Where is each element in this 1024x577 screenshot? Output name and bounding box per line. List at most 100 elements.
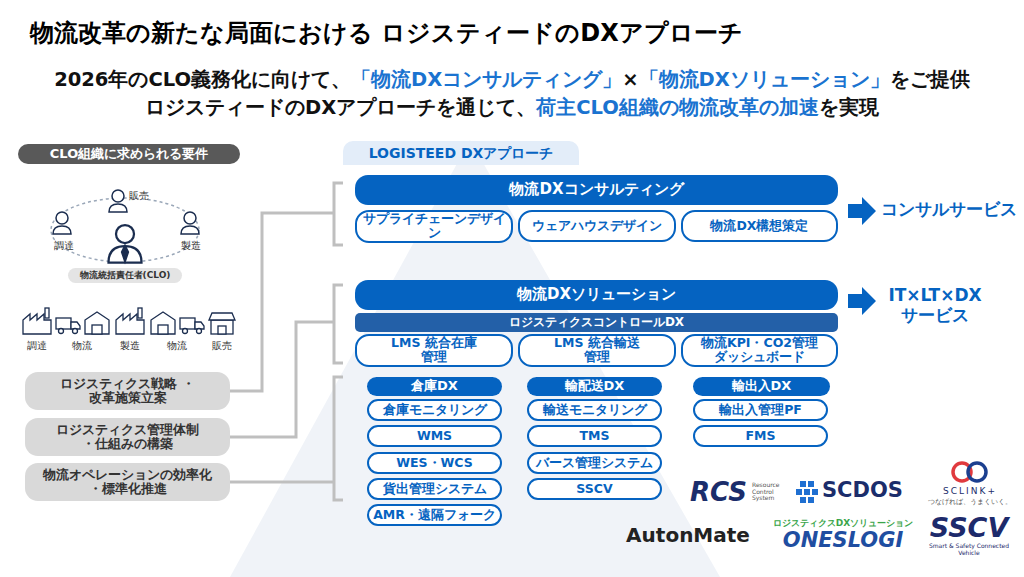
category-bar: ロジスティクスコントロールDX <box>355 313 838 332</box>
subtitle-text: をご提供 <box>890 68 970 91</box>
subtitle-line: ロジスティードのDXアプローチを通じて、荷主CLO組織の物流改革の加速を実現 <box>0 94 1024 121</box>
block-arrow <box>848 197 876 225</box>
solution-box: WMS <box>367 425 502 447</box>
block-arrow <box>848 287 876 315</box>
warehouse-icon <box>85 312 109 334</box>
factory-icon <box>116 308 144 334</box>
bracket-lines <box>230 183 343 500</box>
solution-box: SSCV <box>527 478 662 500</box>
node-text: WES・WCS <box>396 456 473 470</box>
truck-icon <box>180 318 204 334</box>
subtitle-text: ロジスティードのDXアプローチを通じて、 <box>145 96 536 119</box>
step-label: 調達 <box>20 341 54 352</box>
leader-line <box>230 481 334 484</box>
service-band: 物流DXコンサルティング <box>355 175 838 205</box>
node-text: ロジスティクスコントロールDX <box>509 316 684 330</box>
solution-box: LMS 統合在庫管理 <box>355 334 513 367</box>
node-text: 物流DXコンサルティング <box>509 181 683 198</box>
person-label: 調達 <box>47 240 81 252</box>
step-label: 物流 <box>160 341 194 352</box>
solution-box: LMS 統合輸送管理 <box>518 334 676 367</box>
people <box>53 190 199 263</box>
subtitle-text: を実現 <box>819 96 879 119</box>
cycle-ring <box>51 198 199 262</box>
requirement-box: ロジスティクス戦略 ・改革施策立案 <box>25 372 230 410</box>
service-band: 物流DXソリューション <box>355 280 838 310</box>
sclink-logo-mark <box>953 463 986 481</box>
solution-box: 輸出入管理PF <box>693 399 828 421</box>
service-label: コンサルサービス <box>881 200 1021 220</box>
node-text: CLO組織に求められる要件 <box>50 147 208 162</box>
node-text: サプライチェーンデザイン <box>357 212 511 241</box>
node-text: ウェアハウスデザイン <box>532 219 662 233</box>
node-text: 輸出入管理PF <box>719 403 802 417</box>
person-icon <box>53 212 71 234</box>
role-pill: 物流統括責任者(CLO) <box>68 268 182 283</box>
logo-text: SSCV <box>922 514 1016 541</box>
solution-box: 物流KPI・CO2管理 ダッシュボード <box>681 334 838 367</box>
node-text: 倉庫モニタリング <box>383 403 487 417</box>
logo-text: SCDOS <box>822 480 902 501</box>
node-text: ロジスティクス管理体制 ・仕組みの構築 <box>52 423 204 452</box>
node-text: LOGISTEED DXアプローチ <box>369 145 554 161</box>
category-pill: 倉庫DX <box>367 377 502 396</box>
node-text: FMS <box>746 429 776 443</box>
requirement-box: 物流オペレーションの効率化 ・標準化推進 <box>25 463 230 501</box>
logo-subtext: ロジスティクスDXソリューション <box>772 518 914 528</box>
logo-text: RCS <box>690 479 752 505</box>
node-text: 輸送モニタリング <box>543 403 647 417</box>
service-box: ウェアハウスデザイン <box>518 210 676 242</box>
service-box: サプライチェーンデザイン <box>355 210 513 243</box>
solution-box: TMS <box>527 425 662 447</box>
bracket <box>334 183 343 245</box>
supply-chain-icons <box>23 308 235 334</box>
subtitle-text: 「物流DXコンサルティング」 <box>351 68 622 91</box>
background-triangle <box>230 140 720 577</box>
section-tag: LOGISTEED DXアプローチ <box>343 141 579 165</box>
solution-box: 貨出管理システム <box>367 478 502 500</box>
truck-icon <box>56 318 80 334</box>
node-text: 物流DXソリューション <box>517 286 676 303</box>
scdos-logo-mark <box>796 481 818 503</box>
node-text: AMR・遠隔フォーク <box>373 508 496 522</box>
node-text: LMS 統合在庫管理 <box>386 336 482 365</box>
logo-subtext: Smart & Safety Connected Vehicle <box>922 543 1016 557</box>
node-text: 物流オペレーションの効率化 ・標準化推進 <box>38 468 218 497</box>
node-text: 輸出入DX <box>732 379 792 394</box>
shop-icon <box>209 313 235 334</box>
category-pill: 輸配送DX <box>527 377 662 396</box>
person-label: 販売 <box>129 190 163 202</box>
solution-box: バース管理システム <box>527 452 662 474</box>
person-icon <box>181 212 199 234</box>
section-tag: CLO組織に求められる要件 <box>18 144 240 164</box>
factory-icon <box>23 308 51 334</box>
leader-line <box>230 322 334 437</box>
node-text: 物流DX構想策定 <box>710 219 808 233</box>
category-pill: 輸出入DX <box>693 377 830 396</box>
solution-box: AMR・遠隔フォーク <box>367 504 502 526</box>
subtitle-text: × <box>622 68 638 91</box>
step-label: 物流 <box>65 341 99 352</box>
node-text: ロジスティクス戦略 ・改革施策立案 <box>58 377 198 406</box>
solution-box: WES・WCS <box>367 452 502 474</box>
solution-box: FMS <box>693 425 828 447</box>
logo-subtext: つなげれば、うまくいく。 <box>925 498 1015 506</box>
service-box: 物流DX構想策定 <box>681 210 838 242</box>
person-icon <box>109 190 127 212</box>
logo-text: ONESLOGI <box>772 530 914 551</box>
bracket <box>334 285 343 363</box>
bracket <box>334 377 343 500</box>
person-label: 製造 <box>174 240 208 252</box>
node-text: バース管理システム <box>536 456 653 470</box>
logo-subtext: Resource Control System <box>752 482 790 502</box>
step-label: 販売 <box>205 341 239 352</box>
warehouse-icon <box>151 312 175 334</box>
node-text: LMS 統合輸送管理 <box>549 336 645 365</box>
person-icon <box>109 225 142 263</box>
node-text: 物流統括責任者(CLO) <box>80 270 171 280</box>
node-text: 輸配送DX <box>565 379 625 394</box>
solution-box: 輸送モニタリング <box>527 399 662 421</box>
node-text: 倉庫DX <box>411 379 458 394</box>
service-label: IT×LT×DX サービス <box>880 286 990 325</box>
